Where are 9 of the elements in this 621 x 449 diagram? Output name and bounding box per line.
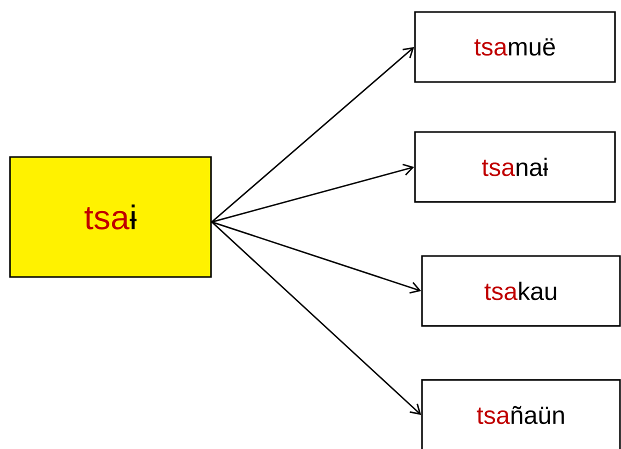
arrow [211,221,422,415]
word-box: tsanaɨ [414,131,616,203]
word-box: tsañaün [421,379,621,449]
term-box: tsaɨ [9,156,212,278]
arrow [212,221,422,294]
arrow [212,164,414,223]
word-box: tsamuë [414,11,616,83]
word-box: tsakau [421,255,621,327]
arrow [211,46,414,223]
